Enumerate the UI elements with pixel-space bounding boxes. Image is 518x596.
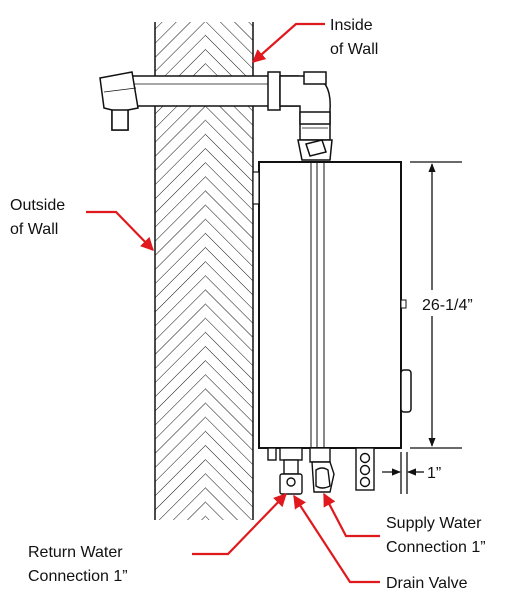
- height-dimension-label: 26-1/4”: [422, 297, 473, 314]
- supply-water-label-line2: Connection 1”: [386, 539, 486, 556]
- wall-section-lower: [154, 106, 254, 520]
- vent-pipe: [99, 71, 333, 161]
- water-heater-unit: [252, 161, 412, 449]
- outside-wall-label-line2: of Wall: [10, 221, 58, 238]
- clearance-dimension-label: 1”: [427, 465, 441, 482]
- drain-valve-label: Drain Valve: [386, 575, 468, 592]
- return-water-label-line2: Connection 1”: [28, 568, 128, 585]
- supply-water-label-line1: Supply Water: [386, 515, 482, 532]
- height-label-bg: [414, 290, 510, 316]
- inside-wall-label-line2: of Wall: [330, 41, 378, 58]
- wall-section-upper: [154, 22, 254, 76]
- supply-water-callout-arrow: [323, 492, 380, 538]
- inside-wall-callout-arrow: [252, 22, 325, 63]
- clearance-dimension-line: [382, 452, 424, 494]
- return-water-label-line1: Return Water: [28, 544, 123, 561]
- bottom-connections: [267, 447, 375, 495]
- inside-wall-label-line1: Inside: [330, 17, 373, 34]
- return-water-callout-arrow: [192, 493, 287, 556]
- outside-wall-label-line1: Outside: [10, 197, 65, 214]
- outside-wall-callout-arrow: [86, 210, 154, 251]
- drain-valve-callout-arrow: [293, 494, 380, 584]
